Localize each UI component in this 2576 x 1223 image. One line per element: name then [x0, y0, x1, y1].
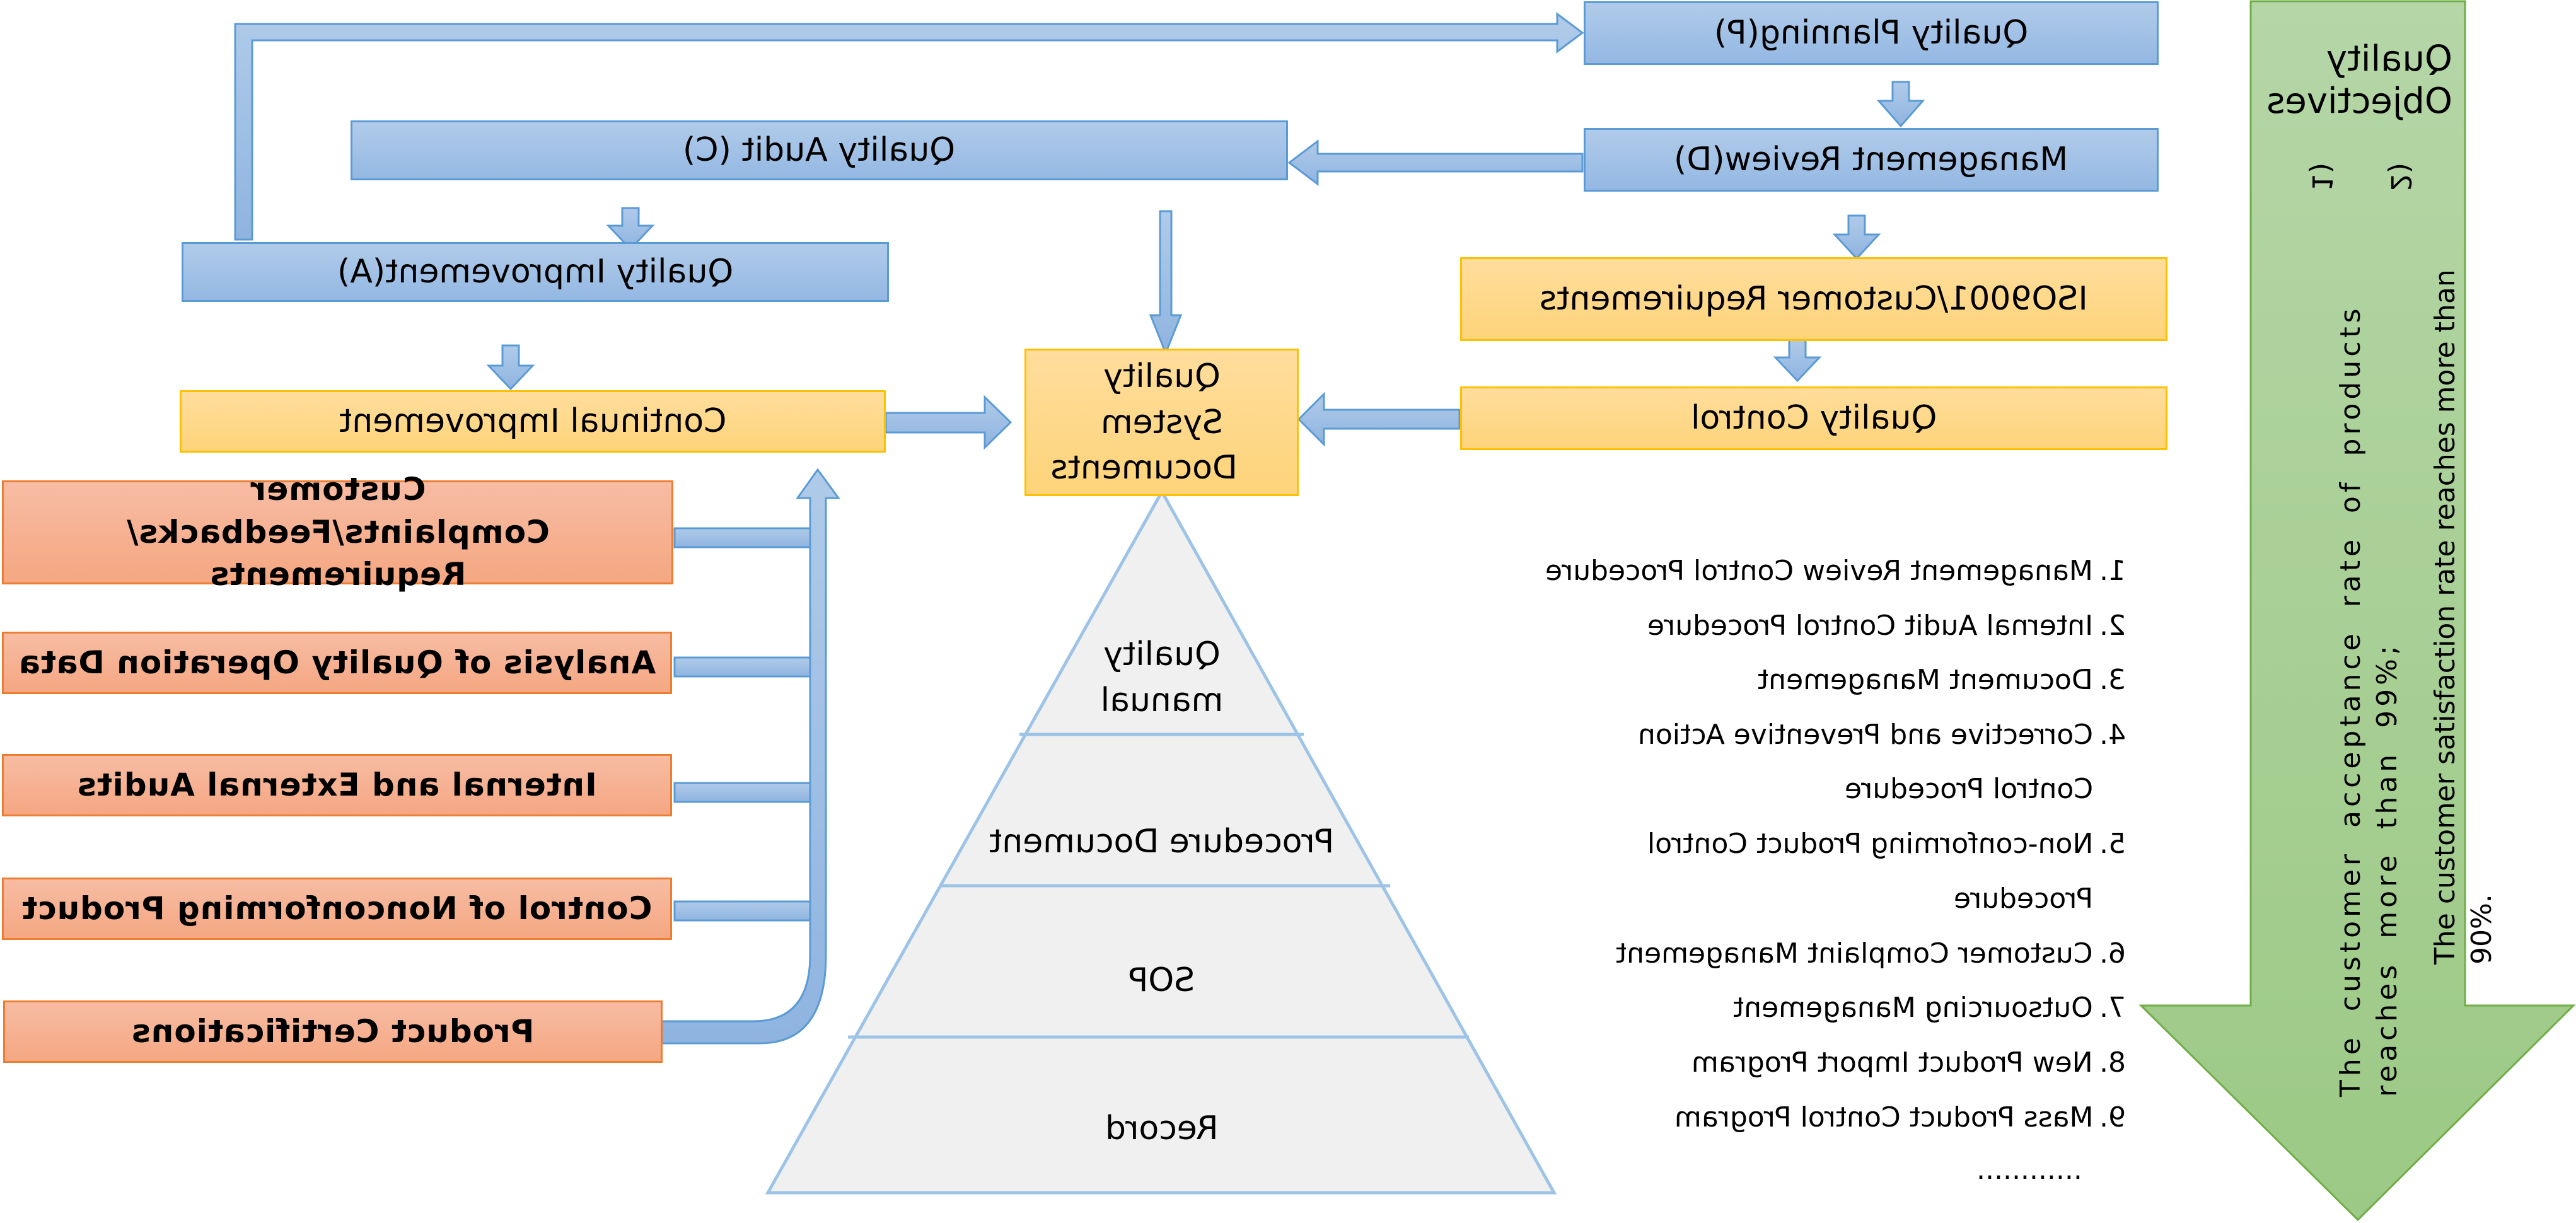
list-item-8: New Product Import Program: [1691, 1046, 2093, 1079]
list-item-3: Document Management: [1758, 664, 2093, 696]
arrow-audit-to-improvement: [606, 207, 655, 251]
arrow-review-to-iso: [1832, 214, 1881, 260]
list-num-3: 3.: [2099, 664, 2126, 696]
management-review-label: Management Review(D): [1674, 141, 2068, 179]
arrow-iso-to-control: [1773, 338, 1822, 383]
pyramid-level-procedure: Procedure Document: [941, 813, 1383, 870]
list-num-4: 4.: [2099, 719, 2126, 751]
list-num-9: 9.: [2099, 1101, 2126, 1133]
quality-improvement-label: Quality Improvement(A): [337, 253, 734, 291]
pyramid-label-record: Record: [1105, 1109, 1219, 1147]
list-num-7: 7.: [2099, 992, 2126, 1024]
list-item-4b: Control Procedure: [1844, 773, 2093, 805]
list-num-2: 2.: [2099, 610, 2126, 642]
feeder-analysis: [673, 656, 811, 678]
input-label-nonconforming: Control of Nonconforming Product: [21, 890, 653, 927]
list-num-6: 6.: [2099, 937, 2126, 970]
quality-planning-label: Quality Planning(P): [1714, 14, 2029, 52]
pyramid-level-sop: SOP: [1004, 952, 1320, 1009]
feeder-complaints: [673, 527, 811, 548]
feeder-nonconforming: [673, 900, 811, 922]
quality-audit-label: Quality Audit (C): [683, 131, 956, 170]
list-item-2: Internal Audit Control Procedure: [1647, 610, 2093, 642]
quality-system-documents-box[interactable]: Quality System Documents: [1024, 349, 1299, 496]
objective-text-1: The customer acceptance rate of products…: [2335, 304, 2403, 1097]
arrow-control-to-qsd: [1297, 391, 1461, 447]
list-num-5: 5.: [2099, 828, 2126, 860]
list-item-1: Management Review Control Procedure: [1545, 555, 2093, 587]
pyramid-label-procedure: Procedure Document: [989, 822, 1335, 861]
quality-control-label: Quality Control: [1690, 399, 1937, 438]
quality-audit-box[interactable]: Quality Audit (C): [351, 120, 1288, 180]
arrow-improvement-to-continual: [486, 344, 535, 391]
list-item-6: Customer Complaint Management: [1616, 937, 2093, 970]
list-item-5b: Procedure: [1953, 883, 2093, 915]
pyramid-label-sop: SOP: [1128, 961, 1195, 999]
management-review-box[interactable]: Management Review(D): [1584, 128, 2159, 192]
arrow-planning-to-review: [1876, 81, 1925, 128]
input-label-audits: Internal and External Audits: [77, 766, 597, 803]
input-box-audits[interactable]: Internal and External Audits: [2, 754, 672, 816]
arrow-audit-to-qsd: [1149, 210, 1183, 356]
input-label-analysis: Analysis of Quality Operation Data: [18, 644, 656, 681]
quality-improvement-box[interactable]: Quality Improvement(A): [182, 242, 889, 302]
arrow-continual-to-qsd: [885, 395, 1012, 450]
pyramid-label-quality-manual: Quality manual: [1100, 635, 1224, 719]
list-item-9: Mass Product Control Program: [1674, 1101, 2094, 1133]
continual-improvement-label: Continual Improvement: [339, 402, 727, 441]
input-label-certifications: Product Certifications: [131, 1012, 535, 1050]
pyramid-level-quality-manual: Quality manual: [1067, 630, 1256, 725]
input-box-complaints[interactable]: Customer Complaints/Feedbacks/ Requireme…: [2, 471, 673, 593]
objectives-arrow: [2138, 0, 2576, 1222]
quality-control-box[interactable]: Quality Control: [1460, 386, 2167, 450]
list-item-7: Outsourcing Management: [1733, 992, 2093, 1024]
objective-num-2: 2): [2384, 162, 2417, 192]
input-label-complaints: Customer Complaints/Feedbacks/ Requireme…: [125, 471, 550, 593]
list-ellipsis: ............: [1976, 1154, 2082, 1186]
objectives-title: Quality Objectives: [2266, 38, 2452, 122]
pyramid-outline: [765, 488, 1557, 1195]
loop-arrow-to-planning: [234, 12, 1584, 241]
input-box-nonconforming[interactable]: Control of Nonconforming Product: [2, 878, 672, 940]
pyramid-level-record: Record: [1004, 1100, 1320, 1157]
quality-planning-box[interactable]: Quality Planning(P): [1584, 1, 2159, 65]
list-item-4a: Corrective and Preventive Action: [1637, 719, 2093, 751]
procedures-list: 1. Management Review Control Procedure 2…: [1450, 548, 2131, 1204]
list-num-8: 8.: [2099, 1046, 2126, 1079]
input-box-certifications[interactable]: Product Certifications: [3, 1000, 663, 1063]
quality-system-documents-label: Quality System Documents: [1050, 357, 1238, 487]
continual-improvement-box[interactable]: Continual Improvement: [180, 390, 886, 453]
collector-riser: [661, 468, 840, 1045]
iso-requirements-box[interactable]: ISO9001/Customer Requirements: [1460, 257, 2167, 341]
iso-requirements-label: ISO9001/Customer Requirements: [1540, 280, 2088, 318]
objective-num-1: 1): [2306, 162, 2338, 192]
arrow-review-to-audit: [1287, 139, 1584, 187]
objective-text-2: The customer satisfaction rate reaches m…: [2429, 269, 2498, 965]
list-num-1: 1.: [2099, 555, 2126, 587]
list-item-5a: Non-conforming Product Control: [1647, 828, 2093, 860]
input-box-analysis[interactable]: Analysis of Quality Operation Data: [2, 632, 672, 694]
feeder-audits: [673, 782, 811, 803]
